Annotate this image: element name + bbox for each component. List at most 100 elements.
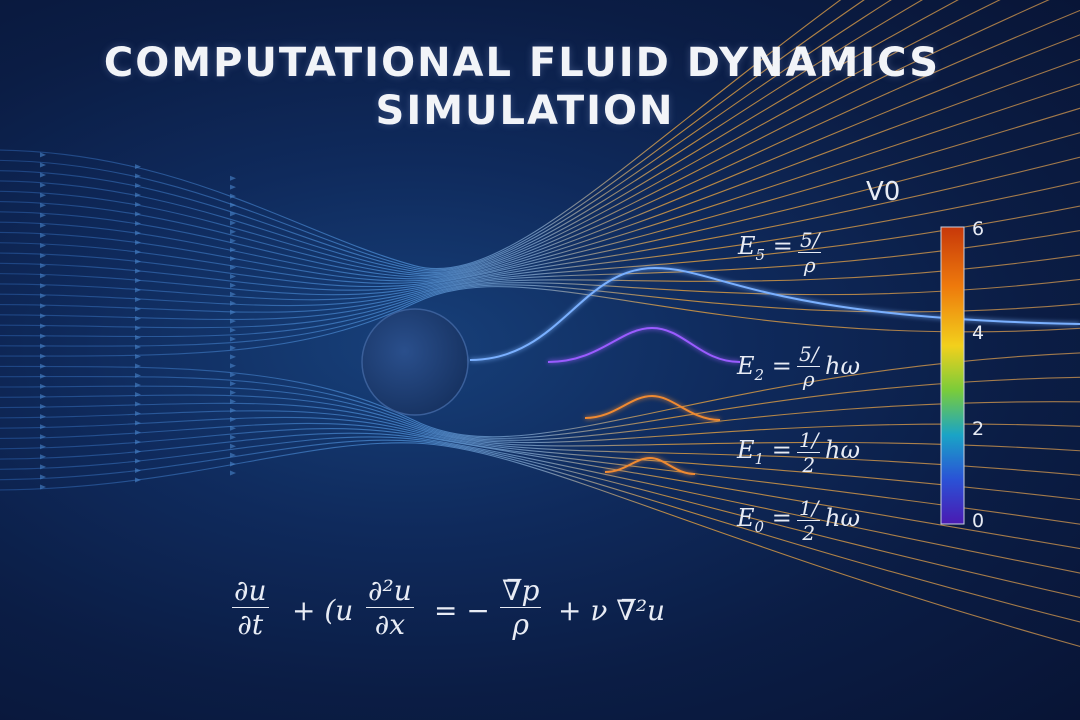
streamline bbox=[0, 58, 1080, 284]
flow-arrow bbox=[135, 449, 141, 454]
flow-arrow bbox=[230, 256, 236, 262]
wave-packet-e2 bbox=[547, 326, 741, 363]
streamline bbox=[0, 436, 1080, 599]
streamline bbox=[0, 375, 1080, 439]
flow-arrow bbox=[135, 411, 141, 416]
flow-arrow bbox=[230, 282, 236, 288]
flow-arrow bbox=[40, 222, 46, 228]
flow-arrow bbox=[40, 464, 46, 470]
wave-packet-e1 bbox=[584, 394, 721, 421]
flow-arrow bbox=[40, 373, 46, 379]
flow-arrow bbox=[40, 212, 46, 218]
flow-arrow bbox=[230, 461, 236, 467]
flow-arrow bbox=[135, 392, 141, 397]
flow-arrow bbox=[40, 283, 46, 289]
flow-arrow bbox=[135, 325, 141, 331]
flow-arrow bbox=[40, 323, 46, 329]
flow-arrow bbox=[40, 363, 46, 369]
flow-arrow bbox=[135, 306, 141, 312]
flow-arrow bbox=[230, 211, 236, 217]
flow-arrow bbox=[230, 372, 236, 378]
flow-arrow bbox=[40, 353, 46, 359]
flow-arrow bbox=[230, 291, 236, 297]
energy-subscript: 5 bbox=[755, 245, 766, 264]
eq-term2-denominator: ∂x bbox=[374, 608, 406, 641]
energy-numerator: 1/ bbox=[799, 428, 819, 452]
flow-arrow bbox=[135, 249, 141, 255]
flow-arrow bbox=[135, 363, 141, 369]
flow-arrow bbox=[230, 390, 236, 396]
eq-term1-numerator: ∂u bbox=[232, 574, 269, 608]
streamline bbox=[0, 0, 892, 272]
flow-arrow bbox=[135, 477, 141, 483]
flow-arrow bbox=[135, 221, 141, 226]
flow-arrow bbox=[135, 278, 141, 283]
flow-arrow bbox=[135, 287, 141, 293]
streamline bbox=[0, 254, 1080, 329]
streamline bbox=[0, 385, 1080, 441]
eq-operator-3: + ν ∇̅²u bbox=[558, 594, 666, 627]
streamline bbox=[0, 442, 1080, 647]
colorbar-tick-4: 4 bbox=[972, 322, 985, 344]
energy-tail: hω bbox=[825, 352, 861, 380]
flow-arrow bbox=[230, 399, 236, 404]
streamline bbox=[0, 0, 1050, 278]
streamline bbox=[0, 432, 1080, 574]
flow-arrow bbox=[135, 468, 141, 473]
streamline bbox=[0, 439, 1080, 623]
streamline bbox=[0, 0, 865, 271]
streamline bbox=[0, 181, 1080, 307]
flow-arrow bbox=[230, 345, 236, 351]
energy-tail: hω bbox=[825, 436, 861, 464]
streamline bbox=[0, 422, 1080, 525]
eq-term1-denominator: ∂t bbox=[237, 608, 264, 641]
flow-arrow bbox=[230, 238, 236, 244]
flow-arrow bbox=[135, 183, 141, 188]
flow-arrow bbox=[230, 274, 236, 279]
flow-arrow bbox=[135, 354, 141, 359]
energy-symbol: E bbox=[737, 504, 755, 532]
title-line-1: COMPUTATIONAL FLUID DYNAMICS bbox=[103, 40, 941, 86]
flow-arrow bbox=[135, 430, 141, 435]
flow-arrow bbox=[135, 439, 141, 445]
flow-arrow bbox=[135, 458, 141, 464]
flow-arrow bbox=[230, 202, 236, 208]
flow-arrow bbox=[230, 300, 236, 306]
flow-arrow bbox=[230, 434, 236, 440]
flow-arrow bbox=[40, 454, 46, 460]
streamline bbox=[0, 9, 1080, 280]
flow-arrow bbox=[40, 152, 46, 158]
flow-arrow bbox=[230, 309, 236, 315]
flow-arrow bbox=[135, 164, 141, 170]
flow-arrow bbox=[40, 414, 46, 420]
flow-arrow bbox=[135, 297, 141, 302]
flow-arrow bbox=[230, 184, 236, 190]
energy-numerator: 5/ bbox=[799, 342, 819, 366]
energy-denominator: 2 bbox=[797, 520, 821, 545]
flow-arrow bbox=[135, 344, 141, 350]
energy-tail: hω bbox=[825, 504, 861, 532]
streamline bbox=[0, 284, 1080, 347]
velocity-label: V0 bbox=[866, 177, 901, 207]
flow-arrow bbox=[135, 240, 141, 245]
streamline bbox=[0, 229, 1080, 321]
flow-arrow bbox=[40, 273, 46, 279]
flow-arrow bbox=[40, 444, 46, 450]
equals-sign: = bbox=[771, 352, 792, 380]
flow-arrow bbox=[135, 401, 141, 407]
eq-operator-1: + (u bbox=[292, 594, 354, 627]
title-line-2: SIMULATION bbox=[375, 88, 675, 134]
streamlines bbox=[0, 0, 1080, 647]
flow-arrow bbox=[135, 259, 141, 264]
flow-arrow bbox=[230, 336, 236, 342]
flow-arrow bbox=[40, 424, 46, 430]
cylinder-obstacle bbox=[361, 308, 469, 416]
flow-arrow bbox=[40, 162, 46, 168]
flow-arrow bbox=[40, 394, 46, 399]
flow-arrow bbox=[40, 263, 46, 269]
streamline bbox=[0, 428, 1080, 550]
streamline bbox=[0, 205, 1080, 313]
streamline bbox=[0, 402, 1080, 452]
